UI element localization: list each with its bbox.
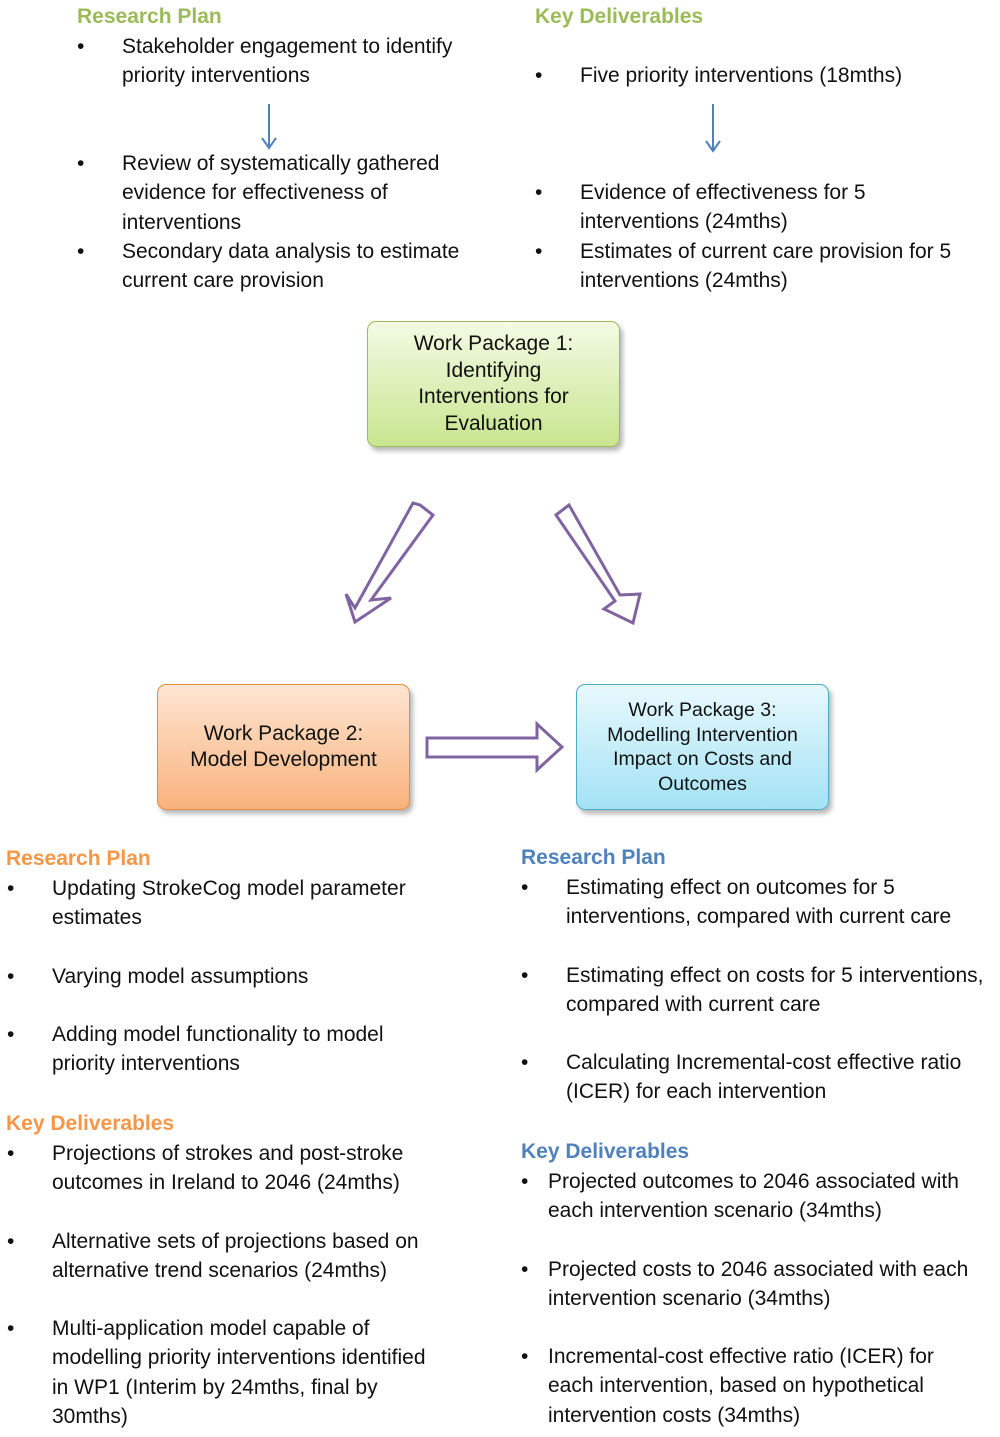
- list-item: Projected outcomes to 2046 associated wi…: [521, 1167, 998, 1226]
- list-item: Secondary data analysis to estimate curr…: [77, 237, 482, 296]
- work-package-3-label: Work Package 3: Modelling Intervention I…: [607, 699, 798, 795]
- list-item: Multi-application model capable of model…: [7, 1314, 442, 1431]
- wp2-key-deliverables-heading: Key Deliverables: [6, 1112, 175, 1135]
- wp2-research-plan-heading: Research Plan: [6, 847, 151, 870]
- work-package-2-box: Work Package 2: Model Development: [157, 684, 410, 810]
- wp2-research-plan-list: Updating StrokeCog model parameter estim…: [7, 874, 452, 1079]
- wp1-key-deliverables-heading: Key Deliverables: [535, 5, 704, 28]
- down-arrow-icon: [261, 104, 277, 150]
- wp1-research-plan-list-b: Review of systematically gathered eviden…: [77, 149, 482, 296]
- list-item: Alternative sets of projections based on…: [7, 1227, 452, 1286]
- wp1-research-plan-list-a: Stakeholder engagement to identify prior…: [77, 32, 482, 91]
- list-item: Updating StrokeCog model parameter estim…: [7, 874, 452, 933]
- list-item: Projected costs to 2046 associated with …: [521, 1255, 998, 1314]
- list-item: Incremental-cost effective ratio (ICER) …: [521, 1342, 968, 1430]
- wp3-key-deliverables-heading: Key Deliverables: [521, 1140, 690, 1163]
- down-arrow-icon: [705, 104, 721, 153]
- work-package-1-box: Work Package 1: Identifying Intervention…: [367, 321, 620, 447]
- work-package-2-label: Work Package 2: Model Development: [190, 721, 377, 772]
- wp2-key-deliverables-list: Projections of strokes and post-stroke o…: [7, 1139, 452, 1431]
- wp1-key-deliverables-list-a: Five priority interventions (18mths): [535, 61, 990, 91]
- list-item: Estimating effect on outcomes for 5 inte…: [521, 873, 996, 932]
- list-item: Adding model functionality to model prio…: [7, 1020, 422, 1079]
- wp3-research-plan-heading: Research Plan: [521, 846, 666, 869]
- list-item: Projections of strokes and post-stroke o…: [7, 1139, 452, 1198]
- list-item: Evidence of effectiveness for 5 interven…: [535, 178, 990, 237]
- block-arrow-to-wp3-icon: [553, 502, 642, 626]
- wp3-key-deliverables-list: Projected outcomes to 2046 associated wi…: [521, 1167, 998, 1430]
- work-package-3-box: Work Package 3: Modelling Intervention I…: [576, 684, 829, 810]
- list-item: Review of systematically gathered eviden…: [77, 149, 482, 237]
- list-item: Five priority interventions (18mths): [535, 61, 990, 91]
- list-item: Estimating effect on costs for 5 interve…: [521, 961, 996, 1020]
- list-item: Estimates of current care provision for …: [535, 237, 990, 296]
- wp3-research-plan-list: Estimating effect on outcomes for 5 inte…: [521, 873, 996, 1107]
- list-item: Varying model assumptions: [7, 962, 452, 992]
- block-arrow-to-wp3-horizontal-icon: [425, 720, 565, 774]
- list-item: Calculating Incremental-cost effective r…: [521, 1048, 996, 1107]
- list-item: Stakeholder engagement to identify prior…: [77, 32, 482, 91]
- block-arrow-to-wp2-icon: [344, 501, 436, 625]
- work-package-1-label: Work Package 1: Identifying Intervention…: [413, 332, 574, 435]
- wp1-key-deliverables-list-b: Evidence of effectiveness for 5 interven…: [535, 178, 990, 296]
- wp1-research-plan-heading: Research Plan: [77, 5, 222, 28]
